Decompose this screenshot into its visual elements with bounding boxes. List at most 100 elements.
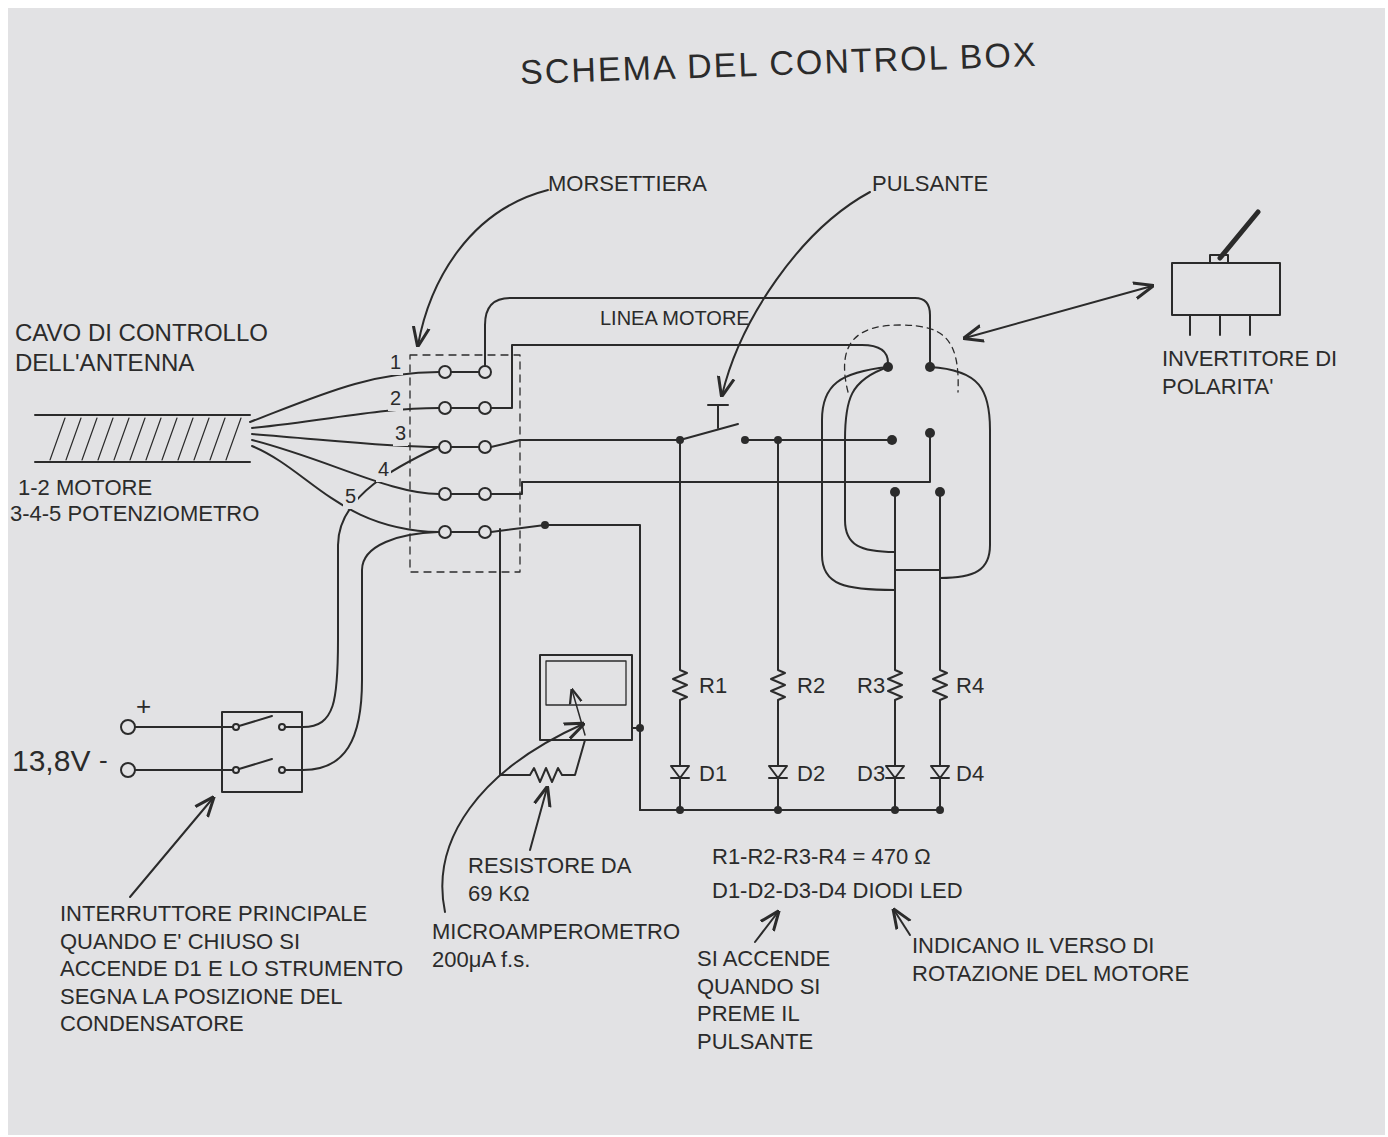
- component-ref: R3: [857, 672, 885, 700]
- cable-hatch: [50, 418, 241, 460]
- toggle-lever: [1220, 212, 1258, 258]
- terminal-screw: [439, 402, 451, 414]
- terminal-screw: [479, 441, 491, 453]
- main-switch: [222, 712, 302, 792]
- leader-line: [722, 192, 870, 395]
- switch-contact: [135, 716, 303, 727]
- terminal-screws: [439, 366, 491, 538]
- component-value: D1-D2-D3-D4 DIODI LED: [712, 877, 963, 905]
- component-value: R1-R2-R3-R4 = 470 Ω: [712, 843, 931, 871]
- part-label: MICROAMPEROMETRO 200μA f.s.: [432, 918, 687, 973]
- component-ref: R1: [699, 672, 727, 700]
- terminal-screw: [439, 488, 451, 500]
- leader-line: [418, 190, 548, 345]
- terminal-number: 3: [393, 421, 408, 446]
- crossover-wire: [822, 367, 895, 590]
- switch-pin: [925, 428, 935, 438]
- wire: [679, 440, 681, 810]
- junction-dot: [636, 724, 644, 732]
- microammeter: [540, 655, 632, 740]
- wire: [777, 440, 779, 810]
- toggle-pins: [1190, 315, 1250, 335]
- contact-point: [279, 767, 285, 773]
- cable-wire: [252, 446, 439, 532]
- terminal-number: 1: [388, 350, 403, 375]
- toggle-switch: [1172, 263, 1280, 315]
- wire: [894, 710, 896, 810]
- note: SI ACCENDE QUANDO SI PREME IL PULSANTE: [697, 945, 887, 1055]
- component-ref: D1: [699, 760, 727, 788]
- wire: [491, 525, 640, 810]
- wire: [491, 437, 930, 494]
- switch-pin: [883, 362, 893, 372]
- junction-dots: [541, 362, 945, 814]
- terminal-link: [451, 407, 479, 409]
- wire: [491, 440, 680, 447]
- motor-wire: [491, 345, 888, 408]
- component-ref: R4: [956, 672, 984, 700]
- terminal-link: [451, 371, 479, 373]
- leader-line: [530, 788, 547, 850]
- junction-dot: [774, 806, 782, 814]
- junction-dot: [891, 806, 899, 814]
- part-label: PULSANTE: [872, 170, 988, 198]
- junction-dot: [774, 436, 782, 444]
- cable-outline: [35, 415, 250, 462]
- terminal-screw: [479, 526, 491, 538]
- cable-wire: [252, 434, 439, 447]
- terminal-screw: [479, 366, 491, 378]
- switch-pin: [890, 487, 900, 497]
- crossover-wire: [845, 367, 895, 552]
- note: INDICANO IL VERSO DI ROTAZIONE DEL MOTOR…: [912, 932, 1272, 987]
- component-ref: R2: [797, 672, 825, 700]
- switch-contact: [135, 759, 303, 770]
- terminal-screw: [439, 526, 451, 538]
- note: 3-4-5 POTENZIOMETRO: [10, 500, 259, 528]
- power-terminal: [121, 763, 135, 777]
- resistor-symbol: [771, 660, 785, 710]
- power-terminal: [121, 720, 135, 734]
- junction-dot: [676, 806, 684, 814]
- led-symbol: [769, 762, 787, 782]
- wire: [745, 439, 888, 441]
- switch-pin: [935, 487, 945, 497]
- component-ref: D2: [797, 760, 825, 788]
- pushbutton-blade: [680, 424, 738, 440]
- led-symbol: [931, 762, 949, 782]
- wire-label: LINEA MOTORE: [600, 306, 750, 331]
- terminal-number: 5: [343, 484, 358, 509]
- component-ref: D3: [857, 760, 885, 788]
- switch-pin: [925, 362, 935, 372]
- wiring: [35, 190, 1280, 942]
- terminal-screw: [439, 366, 451, 378]
- power-wire: [303, 532, 438, 770]
- component-ref: D4: [956, 760, 984, 788]
- wire: [939, 710, 941, 810]
- paper: [8, 8, 1385, 1135]
- part-label: CAVO DI CONTROLLO DELL'ANTENNA: [15, 318, 345, 378]
- terminal-number: 4: [376, 457, 391, 482]
- leader-line: [965, 286, 1152, 338]
- junction-dot: [541, 521, 549, 529]
- led-symbol: [671, 762, 689, 782]
- led-symbol: [886, 762, 904, 782]
- polarity-sign: -: [99, 744, 108, 777]
- polarity-sign: +: [136, 690, 151, 723]
- note: INTERRUTTORE PRINCIPALE QUANDO E' CHIUSO…: [60, 900, 410, 1038]
- part-label: RESISTORE DA 69 KΩ: [468, 852, 643, 907]
- resistor-symbol: [933, 660, 947, 710]
- power-wire: [303, 447, 438, 727]
- terminal-link: [451, 446, 479, 448]
- part-label: MORSETTIERA: [548, 170, 707, 198]
- pushbutton-actuator: [708, 405, 728, 428]
- terminal-screw: [439, 441, 451, 453]
- terminal-screw: [479, 402, 491, 414]
- resistor-symbol: [888, 660, 902, 710]
- cable-wire: [252, 408, 439, 428]
- meter-scale: [546, 661, 626, 705]
- leader-line: [755, 912, 778, 942]
- terminal-link: [451, 531, 479, 533]
- terminal-block: [410, 355, 520, 572]
- contact-point: [233, 767, 239, 773]
